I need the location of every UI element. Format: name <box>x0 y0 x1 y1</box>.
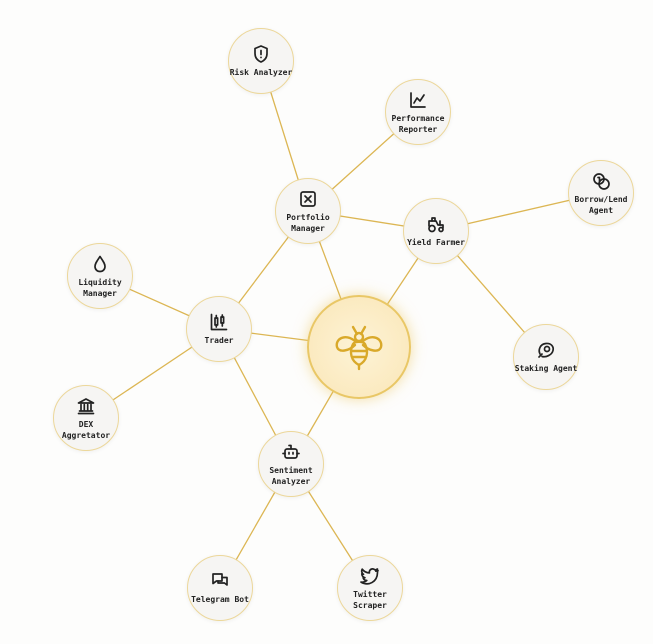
agent-label: Telegram Bot <box>191 595 249 604</box>
agent-label: DEX Aggretator <box>61 419 111 440</box>
agent-node-dex[interactable]: DEX Aggretator <box>53 385 119 451</box>
agent-label: Borrow/Lend Agent <box>574 194 628 215</box>
agent-node-trader[interactable]: Trader <box>186 296 252 362</box>
agent-node-borrow[interactable]: Borrow/Lend Agent <box>568 160 634 226</box>
hub-node[interactable] <box>307 295 411 399</box>
agent-label: Risk Analyzer <box>229 68 293 77</box>
agent-label: Trader <box>204 336 234 345</box>
agent-label: Performance Reporter <box>391 113 445 134</box>
droplet-icon <box>90 254 110 274</box>
agent-node-liquidity[interactable]: Liquidity Manager <box>67 243 133 309</box>
bank-icon <box>76 396 96 416</box>
chat-bubbles-icon <box>210 571 230 591</box>
candlestick-icon <box>209 312 229 332</box>
agent-label: Yield Farmer <box>407 238 465 247</box>
beef-icon <box>536 340 556 360</box>
agent-node-telegram[interactable]: Telegram Bot <box>187 555 253 621</box>
x-square-icon <box>298 189 318 209</box>
agent-label: Staking Agent <box>514 364 578 373</box>
coins-icon <box>591 171 611 191</box>
agent-node-perf[interactable]: Performance Reporter <box>385 79 451 145</box>
agent-node-portfolio[interactable]: Portfolio Manager <box>275 178 341 244</box>
tractor-icon <box>426 214 446 234</box>
agent-label: Liquidity Manager <box>78 277 122 298</box>
twitter-icon <box>360 566 380 586</box>
bot-icon <box>281 442 301 462</box>
agent-node-yield[interactable]: Yield Farmer <box>403 198 469 264</box>
agent-label: Portfolio Manager <box>286 212 330 233</box>
agent-node-twitter[interactable]: Twitter Scraper <box>337 555 403 621</box>
line-chart-icon <box>408 90 428 110</box>
bee-icon <box>331 317 387 377</box>
agent-label: Sentiment Analyzer <box>269 465 313 486</box>
agent-node-staking[interactable]: Staking Agent <box>513 324 579 390</box>
agent-node-risk[interactable]: Risk Analyzer <box>228 28 294 94</box>
shield-alert-icon <box>251 44 271 64</box>
agent-node-sentiment[interactable]: Sentiment Analyzer <box>258 431 324 497</box>
agent-label: Twitter Scraper <box>353 589 387 610</box>
